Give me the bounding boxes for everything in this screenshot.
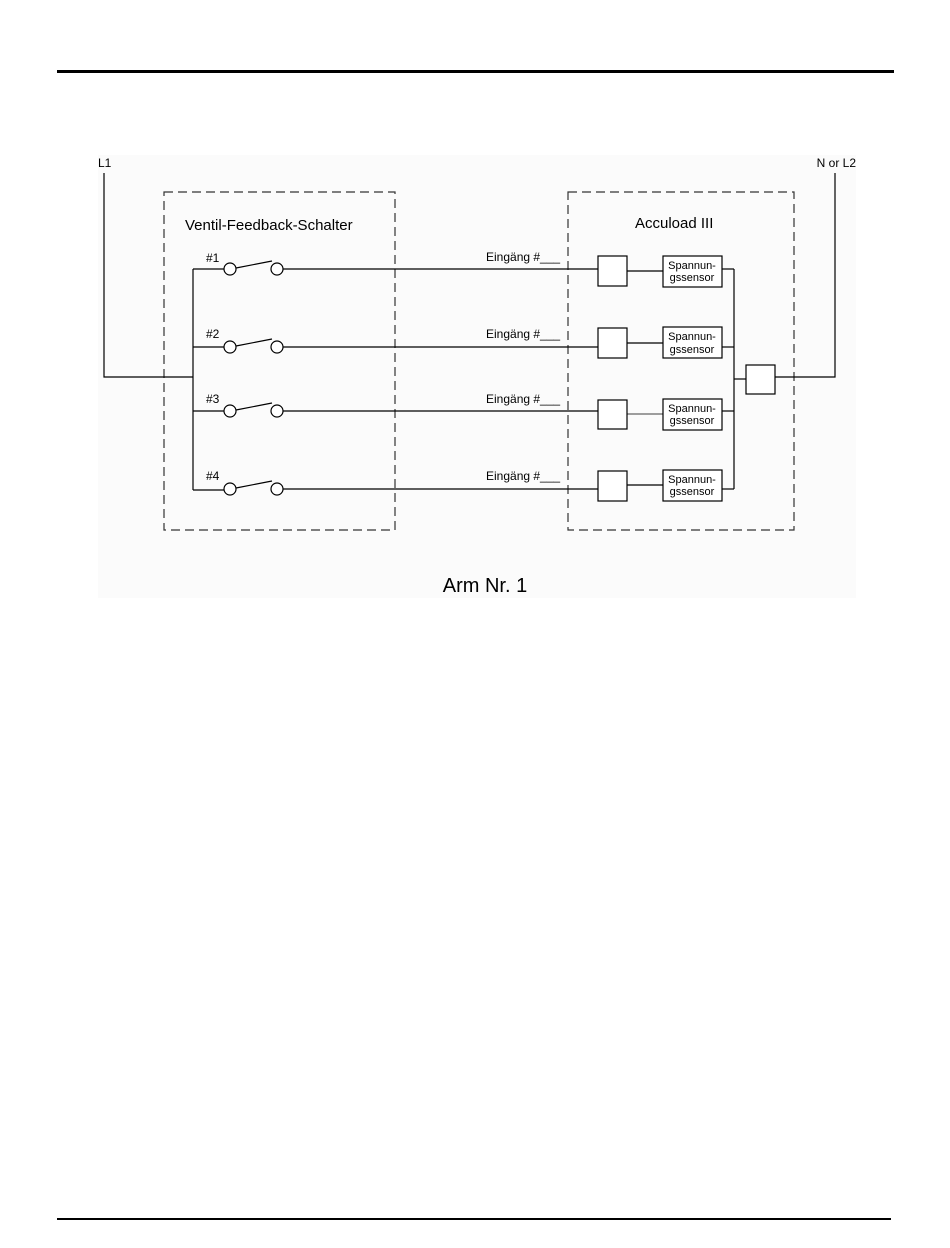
sensor-label-line2: gssensor [670,272,715,284]
sensor-label-line1: Spannun- [668,260,716,272]
diagram-caption: Arm Nr. 1 [443,575,527,597]
switch-contact-icon [271,483,283,495]
input-label: Eingäng #___ [486,327,560,341]
feedback-switch-group-title: Ventil-Feedback-Schalter [185,217,353,234]
switch-contact-icon [224,263,236,275]
terminal-label-neutral: N or L2 [817,156,857,170]
switch-label: #3 [206,392,220,406]
switch-contact-icon [224,341,236,353]
switch-label: #1 [206,251,220,265]
switch-contact-icon [224,483,236,495]
accuload-group-title: Accuload III [635,215,713,232]
sensor-label-line2: gssensor [670,486,715,498]
input-terminal-block [598,471,627,501]
input-label: Eingäng #___ [486,392,560,406]
input-label: Eingäng #___ [486,469,560,483]
sensor-label-line1: Spannun- [668,331,716,343]
input-label: Eingäng #___ [486,250,560,264]
switch-contact-icon [271,263,283,275]
input-terminal-block [598,400,627,429]
switch-contact-icon [271,341,283,353]
common-block [746,365,775,394]
switch-label: #2 [206,327,220,341]
switch-label: #4 [206,469,220,483]
footer-rule [57,1218,891,1220]
switch-contact-icon [271,405,283,417]
switch-contact-icon [224,405,236,417]
sensor-label-line1: Spannun- [668,403,716,415]
sensor-label-line1: Spannun- [668,474,716,486]
sensor-label-line2: gssensor [670,415,715,427]
input-terminal-block [598,328,627,358]
input-terminal-block [598,256,627,286]
terminal-label-l1: L1 [98,156,112,170]
sensor-label-line2: gssensor [670,344,715,356]
